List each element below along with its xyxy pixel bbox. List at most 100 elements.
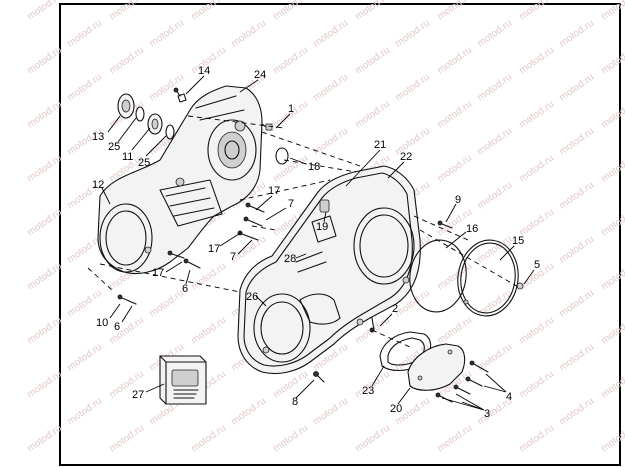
watermark-text: motod.ru bbox=[435, 315, 474, 347]
watermark-text: motod.ru bbox=[517, 45, 556, 77]
watermark-text: motod.ru bbox=[65, 288, 104, 320]
cover-screws bbox=[435, 360, 489, 403]
watermark-text: motod.ru bbox=[271, 423, 310, 455]
callout-20: 20 bbox=[390, 403, 402, 415]
watermark-text: motod.ru bbox=[599, 261, 625, 293]
watermark-text: motod.ru bbox=[271, 45, 310, 77]
watermark-text: motod.ru bbox=[353, 99, 392, 131]
callout-13: 13 bbox=[92, 131, 104, 143]
watermark-text: motod.ru bbox=[435, 45, 474, 77]
watermark-text: motod.ru bbox=[599, 423, 625, 455]
watermark-text: motod.ru bbox=[65, 18, 104, 50]
callout-27: 27 bbox=[132, 389, 144, 401]
watermark-text: motod.ru bbox=[353, 45, 392, 77]
watermark-text: motod.ru bbox=[599, 315, 625, 347]
watermark-text: motod.ru bbox=[311, 72, 350, 104]
callout-24: 24 bbox=[254, 69, 266, 81]
callout-10: 10 bbox=[96, 317, 108, 329]
watermark-text: motod.ru bbox=[25, 99, 64, 131]
watermark-text: motod.ru bbox=[517, 153, 556, 185]
callout-26: 26 bbox=[246, 291, 258, 303]
watermark-text: motod.ru bbox=[25, 369, 64, 401]
watermark-text: motod.ru bbox=[517, 315, 556, 347]
watermark-text: motod.ru bbox=[475, 72, 514, 104]
callout-11: 11 bbox=[122, 151, 133, 163]
callout-8: 8 bbox=[292, 396, 298, 408]
watermark-text: motod.ru bbox=[557, 180, 596, 212]
callout-7a: 7 bbox=[288, 198, 294, 210]
watermark-text: motod.ru bbox=[517, 99, 556, 131]
alignment-lines bbox=[87, 115, 521, 349]
derby-cover-15 bbox=[457, 239, 519, 317]
watermark-text: motod.ru bbox=[435, 261, 474, 293]
watermark-text: motod.ru bbox=[599, 369, 625, 401]
watermark-text: motod.ru bbox=[599, 153, 625, 185]
watermark-text: motod.ru bbox=[147, 72, 186, 104]
watermark-text: motod.ru bbox=[229, 18, 268, 50]
callout-labels: 14 24 1 13 25 11 25 12 18 21 22 17 7 9 1… bbox=[92, 65, 540, 420]
bearing-seal-stack bbox=[117, 93, 187, 140]
watermark-text: motod.ru bbox=[435, 153, 474, 185]
diagram-frame bbox=[59, 3, 621, 466]
outer-primary-cover bbox=[237, 165, 421, 375]
watermark-text: motod.ru bbox=[517, 207, 556, 239]
watermark-text: motod.ru bbox=[107, 423, 146, 455]
watermark-text: motod.ru bbox=[311, 126, 350, 158]
callout-7b: 7 bbox=[230, 251, 236, 263]
watermark-text: motod.ru bbox=[557, 342, 596, 374]
watermark-text: motod.ru bbox=[353, 423, 392, 455]
callout-25a: 25 bbox=[108, 141, 120, 153]
watermark-text: motod.ru bbox=[557, 72, 596, 104]
inner-primary-housing bbox=[97, 85, 263, 275]
callout-18: 18 bbox=[308, 161, 320, 173]
callout-9: 9 bbox=[455, 194, 461, 206]
callout-16: 16 bbox=[466, 223, 478, 235]
callout-2: 2 bbox=[392, 303, 398, 315]
watermark-text: motod.ru bbox=[65, 396, 104, 428]
watermark-text: motod.ru bbox=[475, 126, 514, 158]
watermark-text: motod.ru bbox=[517, 369, 556, 401]
watermark-text: motod.ru bbox=[311, 396, 350, 428]
watermark-text: motod.ru bbox=[25, 45, 64, 77]
watermark-text: motod.ru bbox=[25, 0, 64, 22]
watermark-text: motod.ru bbox=[65, 342, 104, 374]
watermark-text: motod.ru bbox=[599, 45, 625, 77]
watermark-text: motod.ru bbox=[189, 315, 228, 347]
watermark-text: motod.ru bbox=[557, 288, 596, 320]
watermark-text: motod.ru bbox=[393, 18, 432, 50]
callout-3: 3 bbox=[484, 408, 490, 420]
watermark-text: motod.ru bbox=[147, 18, 186, 50]
callout-6a: 6 bbox=[182, 283, 188, 295]
callout-25b: 25 bbox=[138, 157, 150, 169]
watermark-text: motod.ru bbox=[435, 423, 474, 455]
watermark-text: motod.ru bbox=[189, 423, 228, 455]
watermark-text: motod.ru bbox=[599, 207, 625, 239]
callout-1: 1 bbox=[288, 103, 294, 115]
watermark-text: motod.ru bbox=[311, 18, 350, 50]
watermark-text: motod.ru bbox=[25, 261, 64, 293]
watermark-text: motod.ru bbox=[65, 72, 104, 104]
fasteners bbox=[117, 87, 453, 383]
callout-28: 28 bbox=[284, 253, 296, 265]
callout-17c: 17 bbox=[152, 267, 164, 279]
leader-lines bbox=[101, 75, 535, 411]
watermark-text: motod.ru bbox=[25, 423, 64, 455]
o-ring-18 bbox=[275, 147, 289, 165]
watermark-text: motod.ru bbox=[557, 126, 596, 158]
ring-25a bbox=[135, 106, 145, 122]
watermark-text: motod.ru bbox=[393, 72, 432, 104]
watermark-text: motod.ru bbox=[271, 153, 310, 185]
manual-box-27 bbox=[159, 355, 207, 405]
callout-4: 4 bbox=[506, 391, 512, 403]
watermark-text: motod.ru bbox=[475, 18, 514, 50]
callout-17a: 17 bbox=[268, 185, 280, 197]
watermark-text: motod.ru bbox=[435, 99, 474, 131]
callout-6b: 6 bbox=[114, 321, 120, 333]
watermark-text: motod.ru bbox=[475, 180, 514, 212]
callout-14: 14 bbox=[198, 65, 210, 77]
callout-19: 19 bbox=[316, 221, 328, 233]
callout-21: 21 bbox=[374, 139, 386, 151]
watermark-text: motod.ru bbox=[147, 288, 186, 320]
watermark-text: motod.ru bbox=[557, 396, 596, 428]
